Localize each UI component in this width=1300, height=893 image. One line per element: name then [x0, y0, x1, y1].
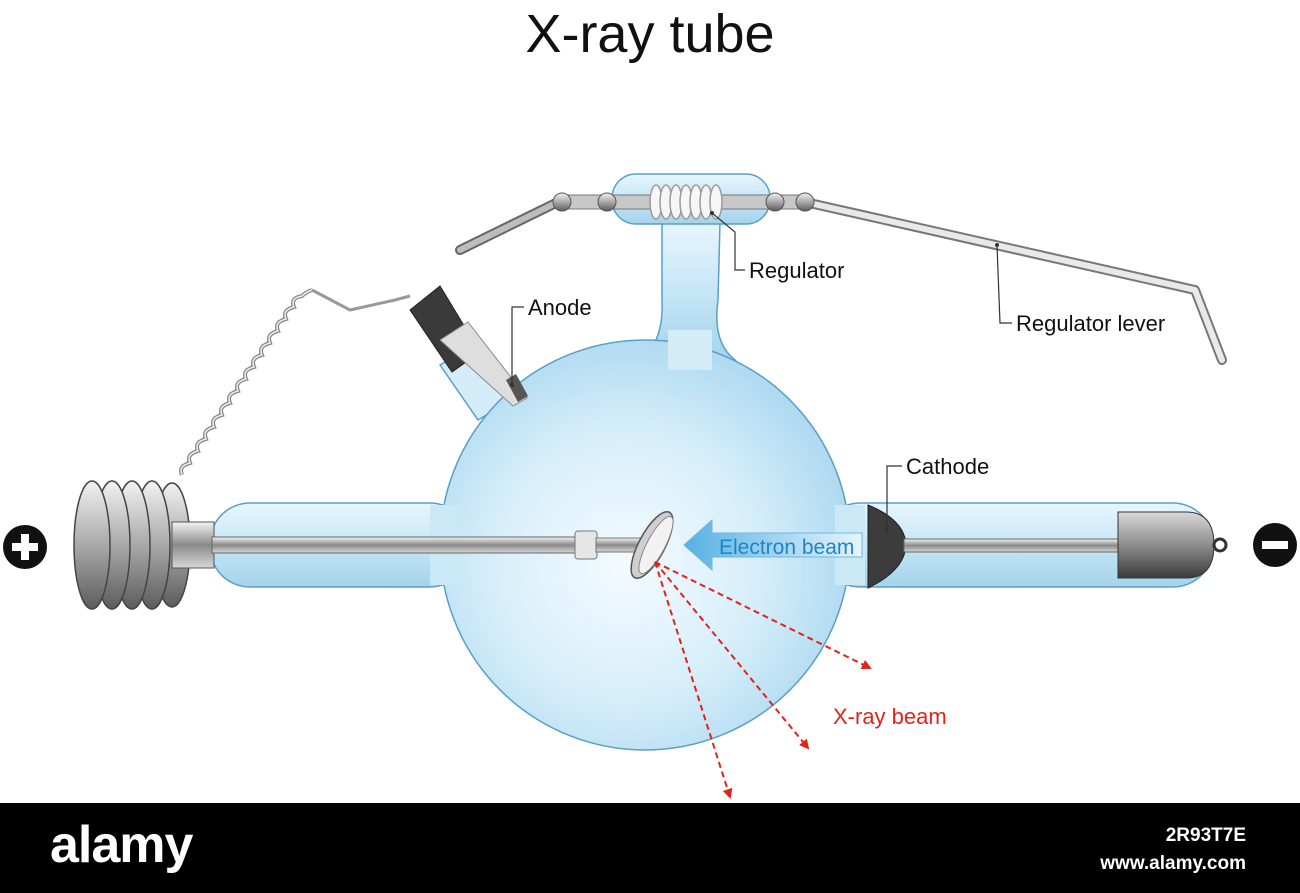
diagram-title: X-ray tube: [525, 4, 774, 64]
anode-leader: [511, 306, 524, 385]
regulator: [552, 173, 815, 225]
anode-rod: [211, 530, 647, 560]
cathode-leader: [886, 465, 902, 530]
regulator-left-arm: [455, 195, 567, 255]
image-id: 2R93T7E: [1165, 825, 1246, 846]
regulator-lever-leader: [996, 244, 1012, 324]
minus-circle-icon: [1253, 523, 1297, 567]
label-regulator-lever: Regulator lever: [1016, 311, 1165, 336]
label-anode: Anode: [528, 295, 592, 320]
spring-lead: [311, 288, 411, 312]
electron-beam-arrow: [683, 518, 863, 572]
x-ray-beam-arrows: [654, 561, 872, 799]
anode-target: [630, 511, 674, 579]
alamy-logo: alamy: [50, 816, 193, 874]
regulator-leader: [711, 212, 745, 271]
label-electron-beam: Electron beam: [719, 536, 854, 559]
plus-circle-icon: [3, 525, 47, 569]
watermark-footer: alamy 2R93T7E www.alamy.com: [0, 803, 1300, 893]
connecting-spring: [179, 288, 313, 476]
site-url: www.alamy.com: [1100, 853, 1246, 874]
label-x-ray-beam: X-ray beam: [833, 704, 947, 729]
regulator-lever: [800, 197, 1227, 365]
label-regulator: Regulator: [749, 258, 844, 283]
anode-terminal-fins: [73, 480, 215, 610]
glass-envelope: [209, 221, 1214, 751]
label-cathode: Cathode: [906, 454, 989, 479]
cathode-electrode: [867, 504, 1228, 589]
